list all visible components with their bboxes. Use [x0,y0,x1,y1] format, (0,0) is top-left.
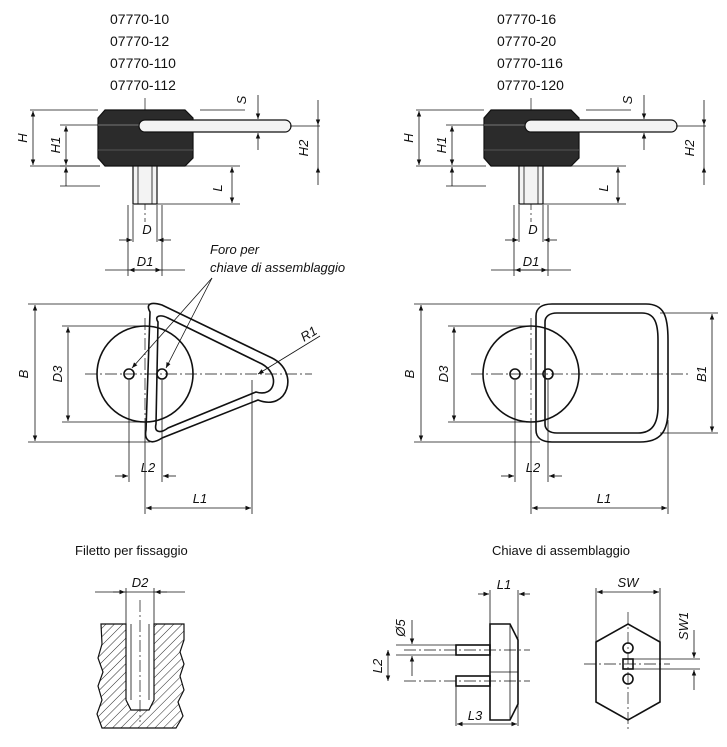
dim-S: S [234,95,249,104]
dim-H: H [401,133,416,143]
dim-H: H [15,133,30,143]
dim-H2: H2 [296,139,311,156]
dim-L2: L2 [370,658,385,673]
dim-H1: H1 [48,137,63,154]
dim-L1: L1 [497,577,511,592]
variant-code: 07770-112 [110,77,176,93]
callout-line-2: chiave di assemblaggio [210,260,345,275]
dim-SW: SW [618,575,641,590]
dim-D: D [142,222,151,237]
dim-R1: R1 [298,323,320,345]
left-side-view [30,98,320,276]
dim-D3: D3 [436,365,451,382]
variant-code: 07770-10 [110,11,169,27]
right-side-dimensions: H H1 S H2 L D D1 [401,95,707,273]
right-variant-codes: 07770-16 07770-20 07770-116 07770-120 [497,11,564,93]
dim-D2: D2 [132,575,149,590]
dim-H1: H1 [434,137,449,154]
dim-L1: L1 [597,491,611,506]
dim-L2: L2 [141,460,156,475]
variant-code: 07770-16 [497,11,556,27]
left-top-dimensions: B D3 L2 L1 R1 [16,305,321,511]
left-variant-codes: 07770-10 07770-12 07770-110 07770-112 [110,11,176,93]
caption-thread: Filetto per fissaggio [75,543,188,558]
dim-L3: L3 [468,708,483,723]
assembly-key-front-view [584,588,700,730]
callout-line-1: Foro per [210,242,260,257]
right-top-view [414,303,718,514]
dim-SW1: SW1 [676,612,691,640]
dim-L: L [210,184,225,191]
left-top-view [28,302,312,514]
dim-dia5: Ø5 [393,619,408,638]
dim-D1: D1 [137,254,154,269]
right-top-dimensions: B D3 B1 L2 L1 [402,305,715,511]
thread-section-view: D2 [95,575,185,729]
variant-code: 07770-12 [110,33,169,49]
variant-code: 07770-20 [497,33,556,49]
dim-D1: D1 [523,254,540,269]
variant-code: 07770-120 [497,77,564,93]
dim-B: B [16,369,31,378]
dim-B1: B1 [694,366,709,382]
dim-S: S [620,95,635,104]
variant-code: 07770-116 [497,55,563,71]
dim-L2: L2 [526,460,541,475]
right-side-view [416,98,706,276]
dim-B: B [402,369,417,378]
dim-D: D [528,222,537,237]
assembly-key-side-view [396,590,530,726]
dim-L1: L1 [193,491,207,506]
dim-L: L [596,184,611,191]
left-side-dimensions: H H1 S H2 L D D1 [15,95,321,273]
dim-H2: H2 [682,139,697,156]
variant-code: 07770-110 [110,55,176,71]
assembly-key-front-dimensions: SW SW1 [597,575,697,690]
dim-D3: D3 [50,365,65,382]
assembly-key-hole-callout: Foro per chiave di assemblaggio [131,242,345,369]
assembly-key-side-dimensions: L1 Ø5 L2 L3 [370,577,530,727]
caption-assembly-key: Chiave di assemblaggio [492,543,630,558]
